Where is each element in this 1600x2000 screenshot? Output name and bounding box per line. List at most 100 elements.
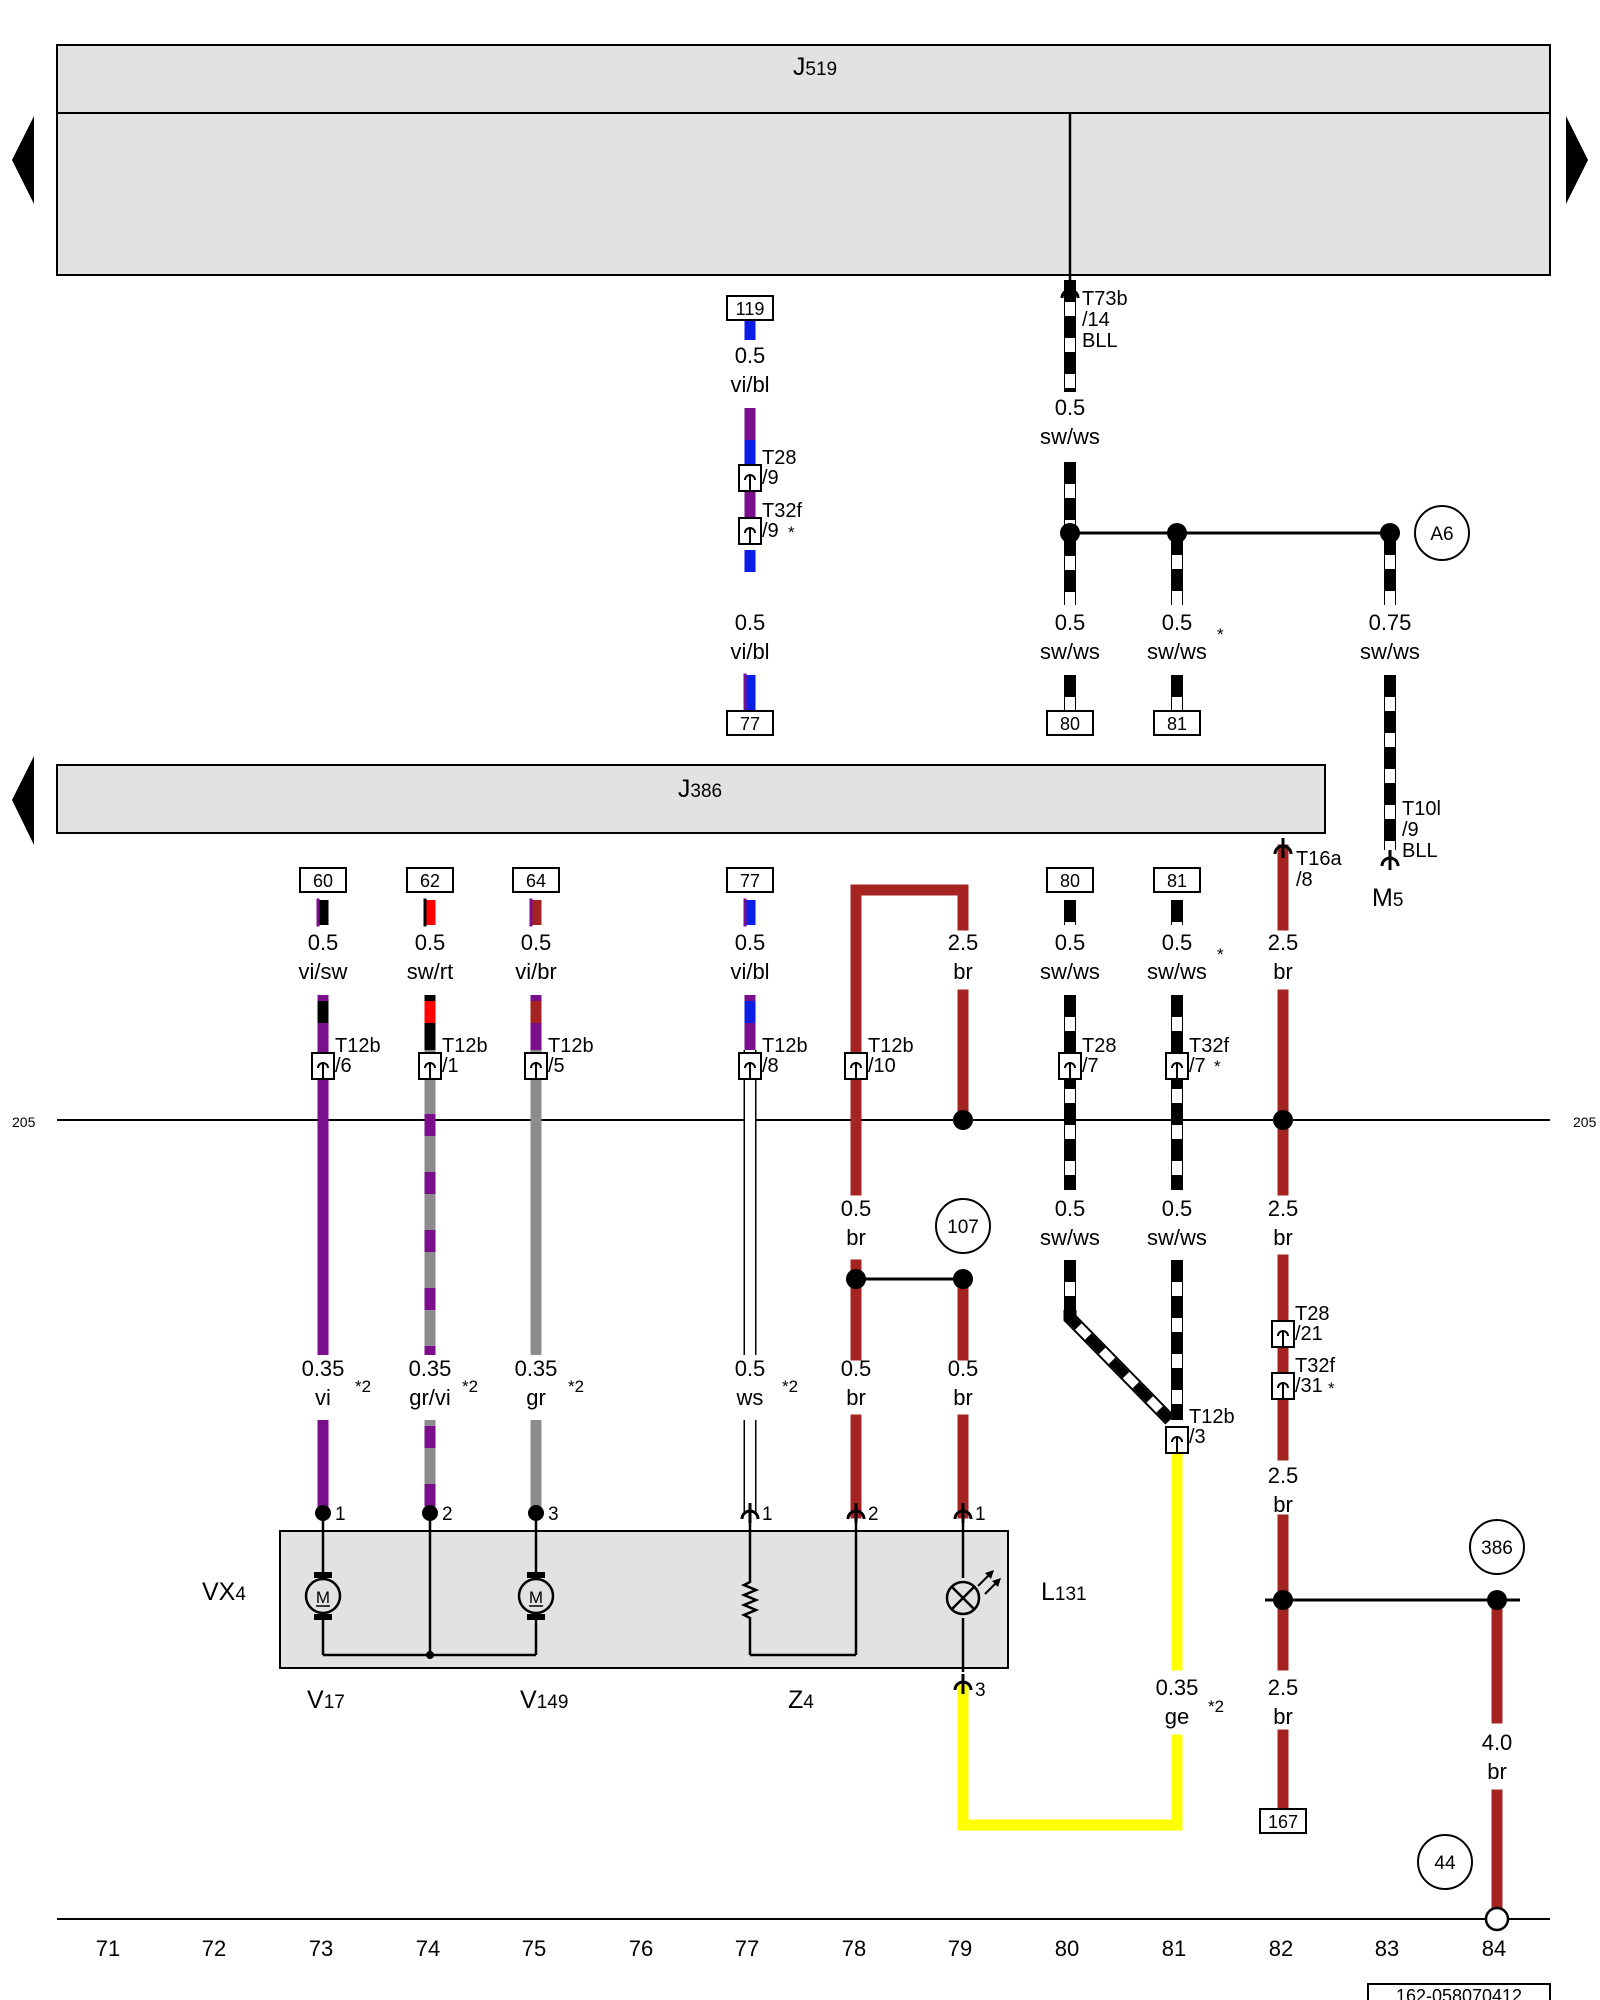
- page-ref-right[interactable]: 205: [1573, 1114, 1597, 1130]
- wire-size-label: 0.5: [1162, 930, 1193, 955]
- connector-label: T32f: [1189, 1035, 1229, 1057]
- connector-label: T10l: [1402, 798, 1441, 820]
- wire-color-label: br: [1273, 959, 1293, 984]
- wire-size-label: 2.5: [1268, 930, 1299, 955]
- connector-label: /9: [762, 520, 779, 542]
- circle-reference-r44[interactable]: 44: [1417, 1834, 1473, 1890]
- wire-color-label: br: [1273, 1704, 1293, 1729]
- wire-color-label: gr/vi: [409, 1385, 451, 1410]
- connector-label: BLL: [1402, 840, 1438, 862]
- column-number: 76: [629, 1936, 653, 1961]
- connector-label: T28: [762, 447, 796, 469]
- pin-number: 3: [548, 1504, 559, 1525]
- pin-dot: [315, 1505, 331, 1521]
- wire-size-label: 2.5: [1268, 1196, 1299, 1221]
- wire-color-label: ge: [1165, 1704, 1189, 1729]
- connector-t32f_9[interactable]: T32f/9: [738, 500, 802, 545]
- circle-reference-r386[interactable]: 386: [1469, 1519, 1525, 1575]
- reference-box[interactable]: 80: [1046, 867, 1094, 893]
- footnote-star: *: [1217, 945, 1224, 964]
- diagram-number-box: [1367, 1983, 1551, 2000]
- connector-label: T32f: [762, 500, 802, 522]
- wire-size-label: 0.35: [409, 1356, 452, 1381]
- column-number: 83: [1375, 1936, 1399, 1961]
- connector-t12b_3[interactable]: T12b/3: [1165, 1406, 1235, 1454]
- wire-size-label: 0.5: [1055, 930, 1086, 955]
- column-number: 80: [1055, 1936, 1079, 1961]
- column-number: 82: [1269, 1936, 1293, 1961]
- connector-t28_21[interactable]: T28/21: [1271, 1303, 1329, 1348]
- wire-color-label: br: [1273, 1225, 1293, 1250]
- vx4-internal-wiring: [321, 1513, 965, 1672]
- connector-t28_7[interactable]: T28/7: [1058, 1035, 1116, 1080]
- reference-box[interactable]: 119: [726, 295, 774, 321]
- wire-color-label: vi/bl: [730, 959, 769, 984]
- connector-t12b_5[interactable]: T12b/5: [524, 1035, 594, 1080]
- connector-null[interactable]: [953, 1503, 973, 1523]
- wire-color-label: vi: [315, 1385, 331, 1410]
- connector-label: T12b: [548, 1035, 594, 1057]
- reference-box-frame: [726, 867, 774, 893]
- reference-box[interactable]: 77: [726, 710, 774, 736]
- wire-size-label: 0.5: [735, 930, 766, 955]
- connector-label: /7: [1189, 1055, 1206, 1077]
- wire-size-label: 0.5: [1055, 610, 1086, 635]
- connector-t12b_10[interactable]: T12b/10: [844, 1035, 914, 1080]
- footnote-star: *: [1214, 1057, 1221, 1076]
- wire-color-label: vi/br: [515, 959, 557, 984]
- connector-t12b_8[interactable]: T12b/8: [738, 1035, 808, 1080]
- connector-label: /7: [1082, 1055, 1099, 1077]
- continuation-arrow-left-mid[interactable]: [12, 756, 34, 845]
- j519-panel-top: [56, 44, 1551, 114]
- wire-color-label: vi/bl: [730, 372, 769, 397]
- footnote-star: *: [1328, 1379, 1335, 1398]
- wire-size-label: 0.5: [735, 610, 766, 635]
- reference-box[interactable]: 81: [1153, 867, 1201, 893]
- connector-t28_9[interactable]: T28/9: [738, 447, 796, 492]
- connector-t16a[interactable]: T16a/8: [1273, 838, 1342, 891]
- wire-size-label: 0.75: [1369, 610, 1412, 635]
- connector-label: T16a: [1296, 848, 1342, 870]
- reference-box[interactable]: 80: [1046, 710, 1094, 736]
- circle-reference-a6[interactable]: A6: [1414, 505, 1470, 561]
- wire-size-label: 0.5: [735, 343, 766, 368]
- reference-box[interactable]: 77: [726, 867, 774, 893]
- wire-size-label: 0.5: [308, 930, 339, 955]
- connector-t32f_7[interactable]: T32f/7: [1165, 1035, 1229, 1080]
- circle-reference-label: 386: [1481, 1538, 1513, 1559]
- reference-box-frame: [299, 867, 347, 893]
- connector-t32f_31[interactable]: T32f/31: [1271, 1355, 1335, 1400]
- connector-null[interactable]: [846, 1503, 866, 1523]
- ground-point-44[interactable]: [1484, 1906, 1510, 1932]
- footnote-star: *: [788, 523, 795, 542]
- continuation-arrow-left-top[interactable]: [12, 116, 34, 204]
- reference-box[interactable]: 62: [406, 867, 454, 893]
- connector-label: /9: [762, 467, 779, 489]
- wire-color-label: sw/ws: [1040, 1225, 1100, 1250]
- svg-text:M: M: [529, 1588, 543, 1607]
- wire-color-label: sw/ws: [1147, 1225, 1207, 1250]
- connector-null[interactable]: [740, 1503, 760, 1523]
- reference-box[interactable]: 167: [1259, 1808, 1307, 1834]
- reference-box[interactable]: 64: [512, 867, 560, 893]
- connector-null[interactable]: [953, 1674, 973, 1694]
- reference-box-frame: [406, 867, 454, 893]
- column-number: 78: [842, 1936, 866, 1961]
- j386-label: J386: [678, 775, 722, 803]
- footnote-marker: *2: [462, 1377, 478, 1396]
- page-ref-left[interactable]: 205: [12, 1114, 36, 1130]
- circle-reference-r107[interactable]: 107: [935, 1198, 991, 1254]
- connector-t12b_1[interactable]: T12b/1: [418, 1035, 488, 1080]
- connector-label: T12b: [442, 1035, 488, 1057]
- pin-number: 1: [975, 1504, 986, 1525]
- connector-label: /31: [1295, 1375, 1323, 1397]
- connector-label: T12b: [1189, 1406, 1235, 1428]
- continuation-arrow-right-top[interactable]: [1566, 116, 1588, 204]
- connector-t12b_6[interactable]: T12b/6: [311, 1035, 381, 1080]
- wire-color-label: br: [953, 959, 973, 984]
- connector-label: /10: [868, 1055, 896, 1077]
- reference-box[interactable]: 81: [1153, 710, 1201, 736]
- reference-box[interactable]: 60: [299, 867, 347, 893]
